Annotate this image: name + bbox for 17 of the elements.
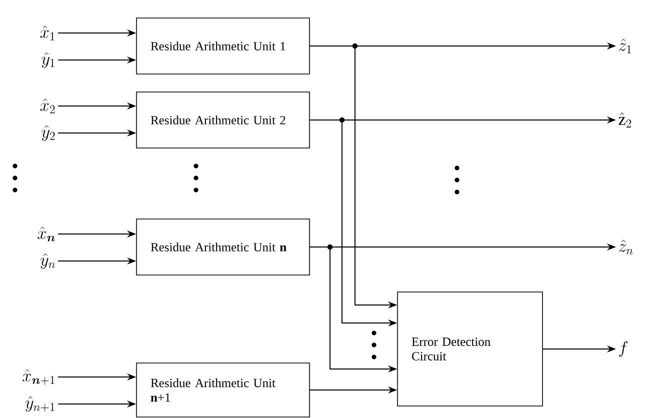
process-box: Residue Arithmetic Unit 2 xyxy=(136,92,310,148)
process-box: Residue Arithmetic Unit n xyxy=(136,218,310,276)
signal-label: $\hat{z}_{n}$ xyxy=(618,240,633,254)
signal-label: $\hat{x}_{2}$ xyxy=(40,98,55,114)
process-box: Residue Arithmetic Unit 1 xyxy=(136,18,310,74)
signal-label: $\hat{y}_{2}$ xyxy=(42,125,55,141)
signal-label: $\hat{y}_{1}$ xyxy=(42,52,54,68)
process-box: Error Detection Circuit xyxy=(397,292,543,406)
signal-label: $\hat{y}_{n}$ xyxy=(40,253,55,269)
process-box: Residue Arithmetic Unit n+1 xyxy=(136,362,310,418)
signal-label: $\hat{y}_{n+1}$ xyxy=(26,396,54,412)
signal-label: $\hat{x}_{\boldsymbol{n}+1}$ xyxy=(22,369,54,385)
signal-label: $\hat{z}_{1}$ xyxy=(618,38,631,54)
signal-label: $\hat{x}_{\boldsymbol{n}}$ xyxy=(38,226,55,242)
signal-label: $f$ xyxy=(619,341,628,357)
signal-label: $\hat{\mathrm{z}}_{2}$ xyxy=(618,112,632,128)
signal-label: $\hat{x}_{1}$ xyxy=(40,26,54,40)
